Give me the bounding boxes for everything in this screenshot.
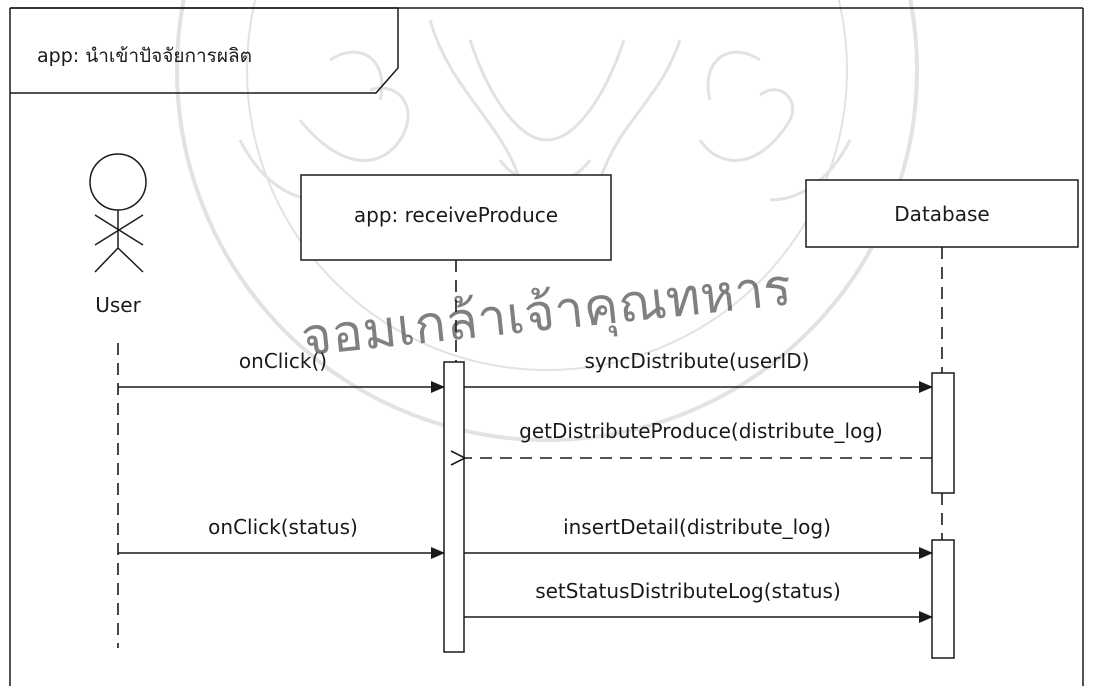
message-label: syncDistribute(userID)	[585, 349, 810, 373]
lifeline-label-receive-produce: app: receiveProduce	[354, 203, 558, 227]
frame-title-tab	[10, 7, 399, 94]
activation-bar-receive-produce	[443, 361, 465, 653]
message-label: setStatusDistributeLog(status)	[535, 579, 841, 603]
actor-label: User	[95, 293, 141, 317]
frame-title: app: นำเข้าปัจจัยการผลิต	[37, 45, 252, 67]
activation-bar-database-1	[931, 372, 955, 494]
lifeline-database: Database	[805, 179, 1079, 659]
message-onclick-status: onClick(status)	[118, 515, 445, 559]
message-insert-detail: insertDetail(distribute_log)	[464, 515, 933, 559]
activation-bar-database-2	[931, 539, 955, 659]
stick-figure-icon	[89, 153, 147, 273]
message-get-distribute-produce: getDistributeProduce(distribute_log)	[465, 419, 932, 458]
lifeline-label-database: Database	[894, 202, 989, 226]
message-label: onClick()	[239, 349, 327, 373]
message-sync-distribute: syncDistribute(userID)	[464, 349, 933, 393]
lifeline-box-database	[805, 179, 1079, 248]
diagram-frame: app: นำเข้าปัจจัยการผลิต	[9, 7, 1084, 686]
actor-user: User	[89, 153, 147, 648]
message-label: getDistributeProduce(distribute_log)	[519, 419, 883, 443]
message-set-status-distribute-log: setStatusDistributeLog(status)	[464, 579, 933, 623]
lifeline-receive-produce: app: receiveProduce	[300, 174, 612, 653]
message-onclick: onClick()	[118, 349, 445, 393]
message-label: insertDetail(distribute_log)	[563, 515, 831, 539]
lifeline-box-receive-produce	[300, 174, 612, 261]
message-label: onClick(status)	[208, 515, 358, 539]
